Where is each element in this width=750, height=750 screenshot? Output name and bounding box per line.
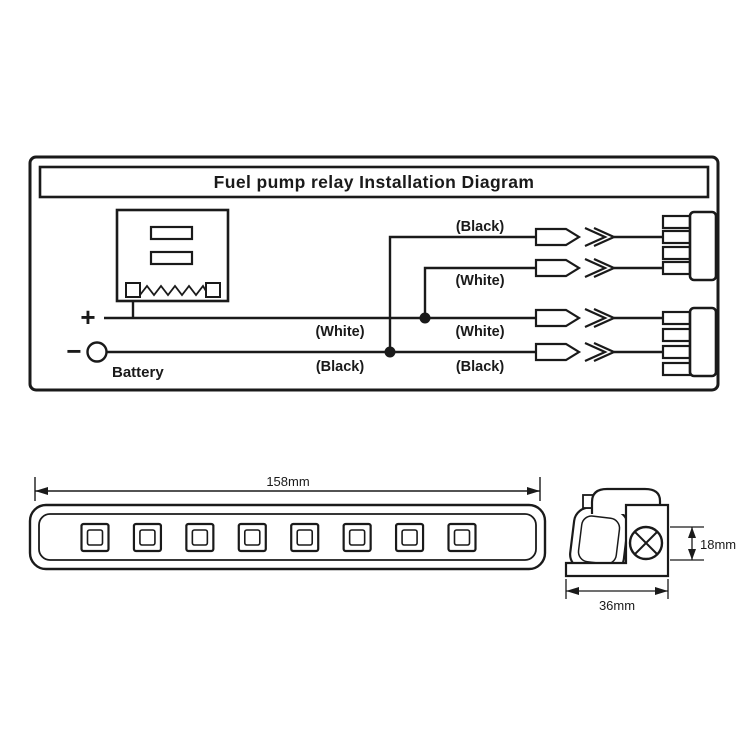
wire-label-harness-black: (Black) [456,359,505,375]
led-square [342,522,372,553]
length-dimension: 158mm [34,474,541,501]
led-square [243,529,261,546]
led-bar-top-view [28,503,547,571]
height-dimension: 18mm [670,526,736,561]
connector-pin [661,361,692,377]
led-square [348,529,366,546]
wire-label-mid-white: (White) [455,273,504,289]
diagram-title: Fuel pump relay Installation Diagram [214,172,535,192]
wiring [104,235,536,358]
wire-label-positive-white: (White) [315,324,364,340]
arrowhead-icon [655,587,668,595]
relay-unit [115,208,230,303]
led-square [139,529,156,546]
led-square [290,522,320,553]
spade-terminal-icon [534,227,582,247]
bracket-side-view: 18mm 36mm [564,487,736,613]
relay-slot [149,225,194,241]
width-dimension: 36mm [565,579,669,613]
battery: + − Battery [66,302,164,381]
wire-label-top-black: (Black) [456,219,505,235]
diagram-border [28,155,720,392]
wire-label-ground-black: (Black) [316,359,365,375]
bar-outline [28,503,547,571]
led-square [296,529,314,546]
led-square [80,522,110,553]
branch-wire-black [388,235,536,352]
led-square [191,529,209,546]
led-square [401,529,418,546]
led-square [237,522,267,553]
connector-pin [661,310,692,326]
led-square [132,522,163,553]
bar-inner-outline [38,513,537,561]
connector-pin [661,245,692,261]
relay-body [115,208,230,303]
junction-dot [384,346,396,358]
led-square [185,522,215,553]
battery-positive-symbol: + [80,302,95,332]
bullet-terminal-icon [584,257,608,279]
terminal-row [534,226,663,248]
harness-connector-bottom [661,306,718,378]
harness-connector-top [661,210,718,282]
connector-pin [661,214,692,230]
led-square [86,529,104,546]
led-square [447,522,477,553]
spade-terminal-icon [534,342,582,362]
junction-dot [419,312,431,324]
arrowhead-icon [688,549,696,560]
width-dimension-label: 36mm [599,598,635,613]
height-dimension-label: 18mm [700,537,736,552]
terminal-row [534,257,663,279]
wire-label-harness-white: (White) [455,324,504,340]
screw-cross [634,531,658,555]
connector-pin [661,260,692,276]
battery-label: Battery [112,364,164,381]
bullet-terminal-icon [584,341,608,363]
spade-terminal-icon [534,308,582,328]
terminal-row [534,307,663,329]
led-square [394,522,425,553]
length-dimension-label: 158mm [266,474,309,489]
arrowhead-icon [566,587,579,595]
battery-terminal-circle [86,341,108,363]
arrowhead-icon [35,487,48,495]
led-square [453,529,471,546]
connector-pin [661,344,692,360]
connector-pin [661,229,692,245]
connector-body [688,306,718,378]
battery-negative-symbol: − [66,336,81,366]
screw-icon [628,525,664,561]
bullet-terminal-icon [584,226,608,248]
connector-pin [661,327,692,343]
relay-pin [125,282,141,298]
led-array [80,522,477,553]
led-bar-drawing: 158mm [28,474,736,613]
branch-wire-white [423,266,536,318]
relay-slot [149,250,194,266]
arrowhead-icon [688,527,696,538]
bullet-terminal-icon [584,307,608,329]
arrowhead-icon [527,487,540,495]
relay-pin [205,282,221,298]
connector-body [688,210,718,282]
relay-coil-icon [139,284,207,297]
terminal-row [534,341,663,363]
spade-terminal-icon [534,258,582,278]
diagram-title-bar [38,165,710,199]
relay-diagram-panel: Fuel pump relay Installation Diagram + − [28,155,720,392]
